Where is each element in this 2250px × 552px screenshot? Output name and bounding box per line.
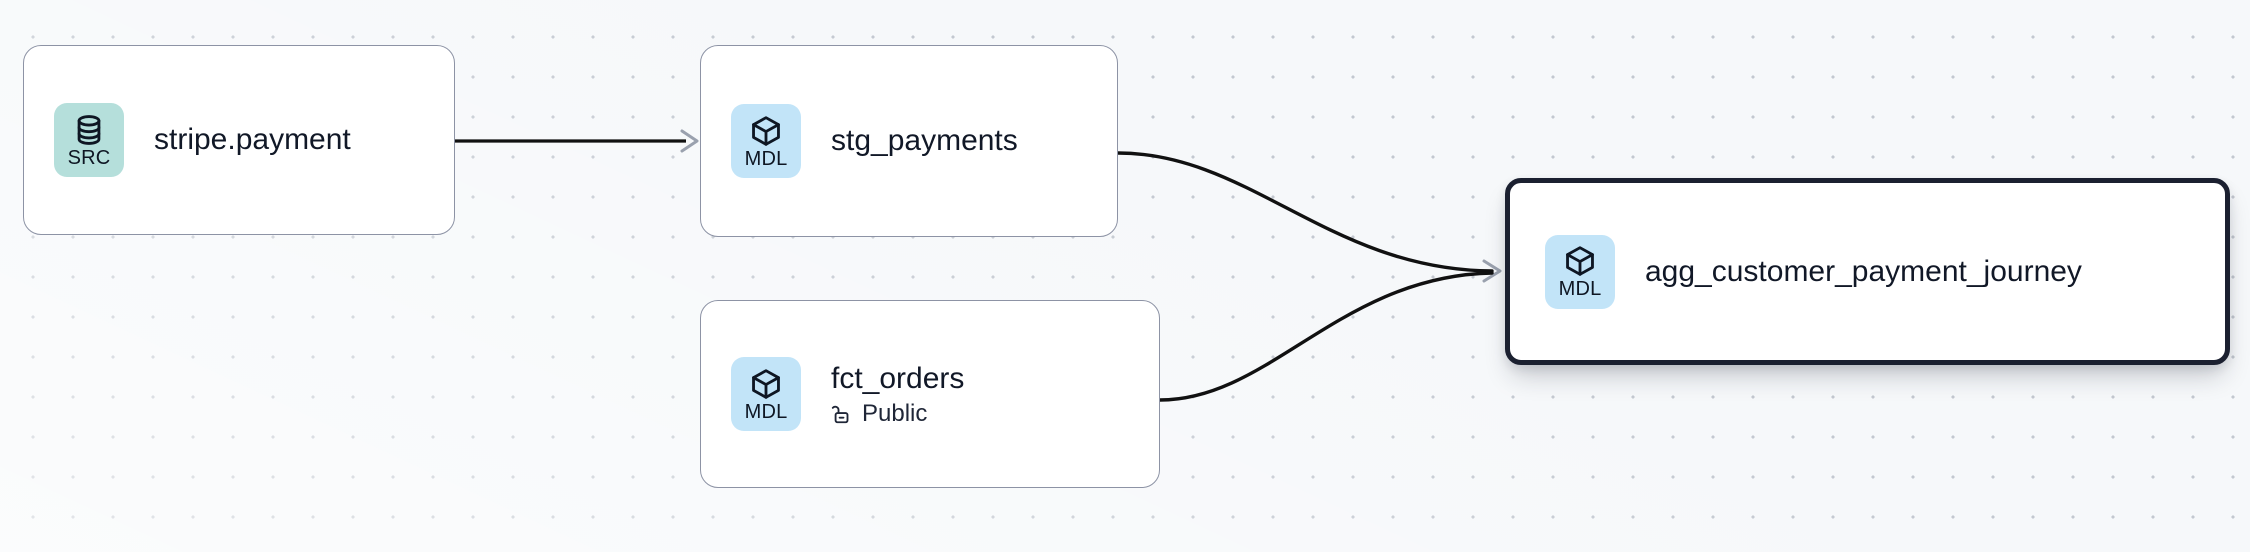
node-kind-label: MDL — [744, 400, 788, 423]
node-kind-label: SRC — [67, 146, 111, 169]
node-kind-label: MDL — [744, 147, 788, 170]
node-body: agg_customer_payment_journey — [1645, 255, 2082, 289]
unlock-icon — [831, 405, 849, 423]
graph-node-stg-payments[interactable]: MDL stg_payments — [700, 45, 1118, 237]
cube-icon — [752, 368, 780, 399]
node-title: stripe.payment — [154, 123, 351, 156]
database-icon — [77, 114, 101, 145]
node-body: stg_payments — [831, 124, 1018, 158]
node-body: fct_orders Public — [831, 362, 964, 427]
cube-icon — [752, 115, 780, 146]
node-title: agg_customer_payment_journey — [1645, 254, 2082, 288]
node-visibility: Public — [831, 399, 964, 427]
node-title: fct_orders — [831, 361, 965, 395]
cube-icon — [1566, 246, 1594, 276]
edge-stripe-payment-to-stg-payments — [455, 129, 699, 153]
graph-node-fct-orders[interactable]: MDL fct_orders Public — [700, 300, 1160, 488]
graph-node-agg-customer-payment-journey[interactable]: MDL agg_customer_payment_journey — [1505, 178, 2230, 365]
node-visibility-label: Public — [862, 399, 928, 427]
node-kind-badge: MDL — [1545, 234, 1615, 309]
graph-node-stripe-payment[interactable]: SRC stripe.payment — [23, 45, 455, 235]
edge-stg-payments-to-agg-journey — [1116, 151, 1502, 283]
node-kind-label: MDL — [1558, 278, 1602, 300]
node-kind-badge: MDL — [731, 357, 801, 431]
node-body: stripe.payment — [154, 123, 351, 157]
node-kind-badge: SRC — [54, 103, 124, 177]
node-kind-badge: MDL — [731, 104, 801, 178]
node-title: stg_payments — [831, 124, 1018, 157]
edge-fct-orders-to-agg-journey — [1158, 271, 1494, 402]
